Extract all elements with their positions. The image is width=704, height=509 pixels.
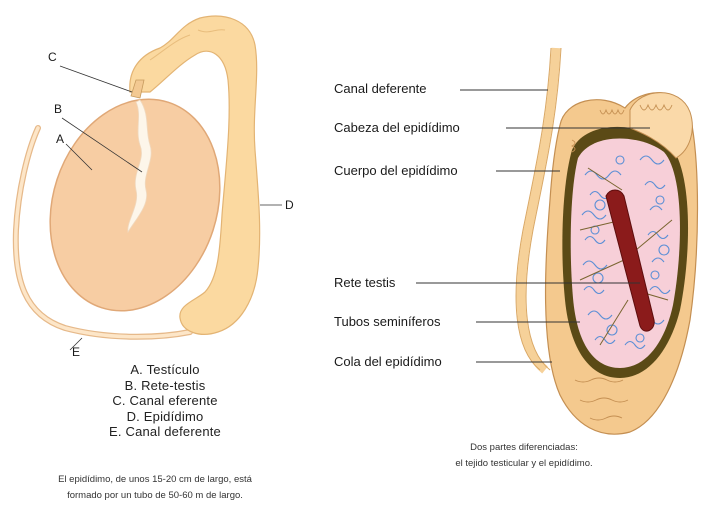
- legend-item-d: D. Epidídimo: [20, 409, 310, 425]
- label-rete-testis: Rete testis: [334, 276, 395, 290]
- label-canal-deferente: Canal deferente: [334, 82, 427, 96]
- legend-left: A. Testículo B. Rete-testis C. Canal efe…: [20, 362, 310, 440]
- right-figure: [416, 48, 698, 434]
- label-cabeza-epididimo: Cabeza del epidídimo: [334, 121, 460, 135]
- label-a: A: [56, 132, 64, 146]
- legend-item-e: E. Canal deferente: [20, 424, 310, 440]
- caption-left-line1: El epidídimo, de unos 15-20 cm de largo,…: [10, 472, 300, 488]
- label-d: D: [285, 198, 294, 212]
- left-figure: [16, 16, 282, 350]
- caption-right: Dos partes diferenciadas: el tejido test…: [384, 440, 664, 472]
- caption-left-line2: formado por un tubo de 50-60 m de largo.: [10, 488, 300, 504]
- label-tubos-seminiferos: Tubos seminíferos: [334, 315, 440, 329]
- caption-left: El epidídimo, de unos 15-20 cm de largo,…: [10, 472, 300, 504]
- label-b: B: [54, 102, 62, 116]
- caption-right-line1: Dos partes diferenciadas:: [384, 440, 664, 456]
- label-cola-epididimo: Cola del epidídimo: [334, 355, 442, 369]
- legend-item-b: B. Rete-testis: [20, 378, 310, 394]
- caption-right-line2: el tejido testicular y el epidídimo.: [384, 456, 664, 472]
- label-e: E: [72, 345, 80, 359]
- legend-item-c: C. Canal eferente: [20, 393, 310, 409]
- label-c: C: [48, 50, 57, 64]
- legend-item-a: A. Testículo: [20, 362, 310, 378]
- label-cuerpo-epididimo: Cuerpo del epidídimo: [334, 164, 458, 178]
